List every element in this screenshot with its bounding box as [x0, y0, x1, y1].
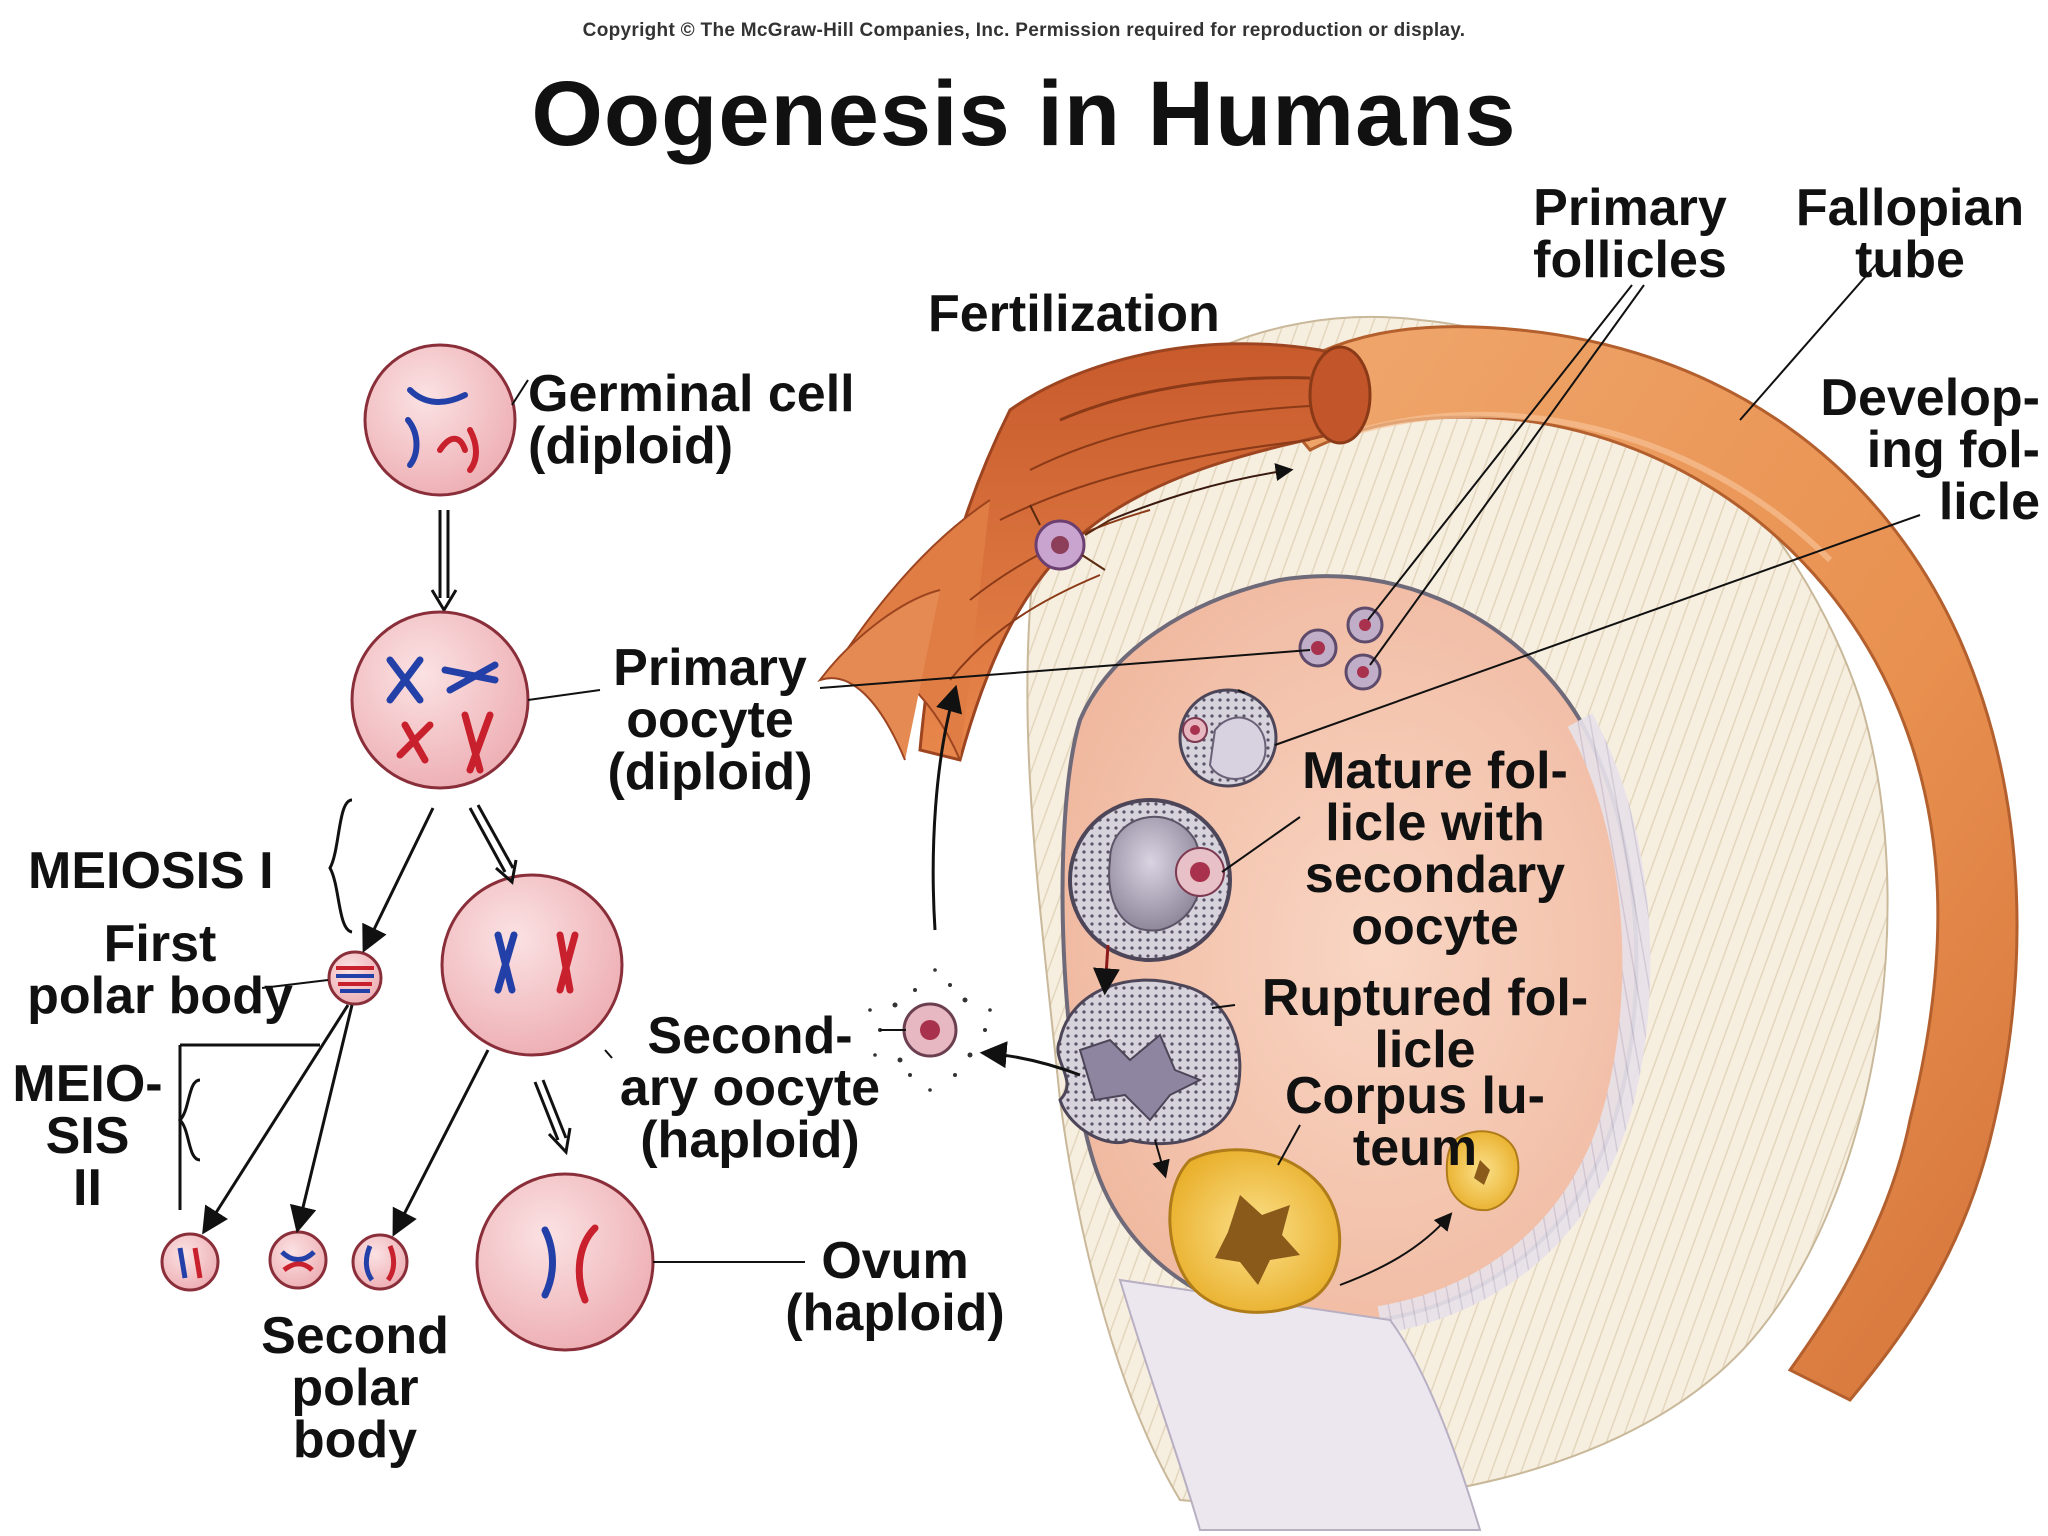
- primary-oocyte: [350, 610, 530, 790]
- label-ovum: Ovum (haploid): [785, 1232, 1005, 1342]
- copyright-notice: Copyright © The McGraw-Hill Companies, I…: [582, 20, 1466, 41]
- label-ruptured-follicle: Ruptured fol- licle: [1261, 969, 1589, 1079]
- label-meiosis-1: MEIOSIS I: [28, 842, 274, 900]
- mature-follicle: [1068, 798, 1232, 962]
- second-polar-body-2: [268, 1230, 328, 1290]
- label-primary-follicles: Primary follicles: [1533, 179, 1727, 289]
- primary-follicles: [1298, 606, 1384, 691]
- label-developing-follicle: Develop- ing fol- licle: [1820, 369, 2040, 531]
- fimbriae: [817, 342, 1372, 762]
- ovulated-oocyte: [868, 968, 997, 1092]
- label-first-polar-body: First polar body: [27, 915, 293, 1025]
- ruptured-follicle: [1056, 978, 1242, 1146]
- figure-title: Oogenesis in Humans: [531, 63, 1517, 165]
- label-mature-follicle: Mature fol- licle with secondary oocyte: [1302, 742, 1568, 956]
- germinal-cell: [363, 343, 517, 497]
- developing-follicle: [1178, 688, 1278, 788]
- first-polar-body: [327, 950, 383, 1006]
- ovum: [475, 1172, 655, 1352]
- label-fertilization: Fertilization: [928, 285, 1220, 343]
- label-fallopian-tube: Fallopian tube: [1795, 179, 2025, 289]
- fertilized-egg: [1029, 463, 1294, 571]
- second-polar-body-1: [160, 1232, 220, 1292]
- label-secondary-oocyte: Second- ary oocyte (haploid): [619, 1007, 881, 1169]
- secondary-oocyte: [440, 873, 624, 1057]
- label-primary-oocyte: Primary oocyte (diploid): [607, 639, 813, 801]
- second-polar-body-3: [351, 1233, 409, 1291]
- label-germinal-cell: Germinal cell (diploid): [528, 365, 855, 475]
- label-meiosis-2: MEIO- SIS II: [12, 1055, 163, 1217]
- label-second-polar-body: Second polar body: [261, 1307, 449, 1469]
- label-corpus-luteum: Corpus lu- teum: [1285, 1067, 1545, 1177]
- corpus-luteum: [1168, 1130, 1520, 1314]
